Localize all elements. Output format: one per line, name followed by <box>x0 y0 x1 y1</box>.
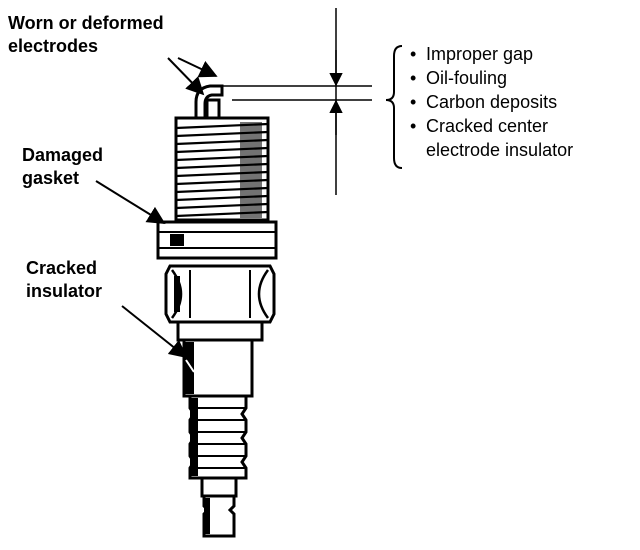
insulator-ribs <box>188 394 248 480</box>
issues-bracket <box>385 45 403 169</box>
gasket <box>156 220 278 260</box>
electrodes-arrow-1 <box>167 57 205 96</box>
gap-issue-item: Improper gap <box>408 42 573 66</box>
gap-issues-list: Improper gap Oil-fouling Carbon deposits… <box>408 42 573 162</box>
label-worn-electrodes: Worn or deformed electrodes <box>8 13 164 56</box>
label-cracked-insulator: Cracked insulator <box>26 258 103 301</box>
label-damaged-gasket: Damaged gasket <box>22 145 104 188</box>
gap-issue-item: Cracked center electrode insulator <box>408 114 573 162</box>
insulator-body <box>182 338 254 398</box>
insulator-arrow <box>121 305 188 359</box>
threaded-shell <box>174 116 270 222</box>
gap-issue-item: Carbon deposits <box>408 90 573 114</box>
gasket-arrow <box>95 180 166 224</box>
electrodes-arrow-2 <box>177 57 218 78</box>
terminal <box>200 476 238 538</box>
shell-collar <box>176 320 264 342</box>
hex-nut <box>164 264 276 324</box>
gap-issue-item: Oil-fouling <box>408 66 573 90</box>
